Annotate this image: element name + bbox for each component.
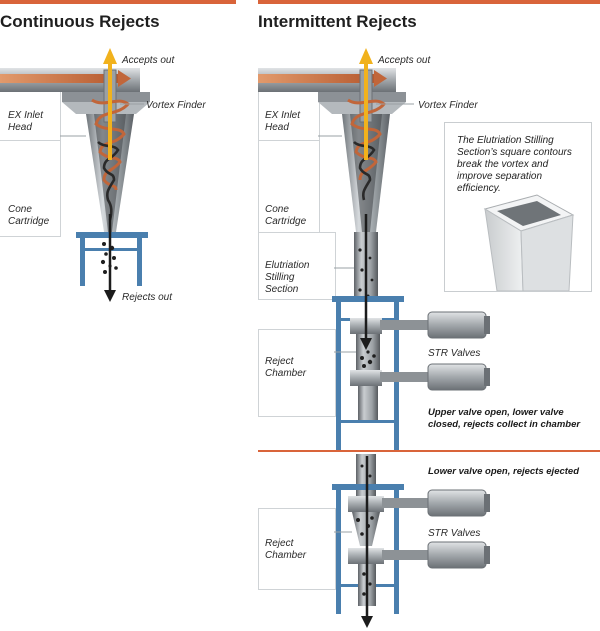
right-header-bar xyxy=(258,0,600,4)
right-reject-chamber-label-bottom: Reject Chamber xyxy=(265,538,307,561)
left-header-bar xyxy=(0,0,236,4)
elutriation-inset: The Elutriation Stilling Section’s squar… xyxy=(444,122,592,292)
left-rejects-out-label: Rejects out xyxy=(122,292,173,303)
state-upper-open-caption: Upper valve open, lower valve closed, re… xyxy=(428,407,581,430)
right-elutriation-box xyxy=(258,232,336,300)
right-elutriation-label: Elutriation Stilling Section xyxy=(265,260,310,295)
left-cyclone xyxy=(0,48,150,302)
left-ex-inlet-label: EX Inlet Head xyxy=(8,110,44,133)
square-column-illustration xyxy=(483,194,575,291)
right-cone-cartridge-label: Cone Cartridge xyxy=(265,204,307,227)
right-str-valves-label-bottom: STR Valves xyxy=(428,528,481,539)
continuous-rejects-title: Continuous Rejects xyxy=(0,12,160,31)
right-reject-chamber-box-bottom xyxy=(258,508,336,590)
right-bottom-assembly xyxy=(332,454,490,628)
right-reject-chamber-box xyxy=(258,329,336,417)
left-vortex-finder-label: Vortex Finder xyxy=(146,100,206,111)
state-divider xyxy=(258,450,600,452)
state-lower-open-caption: Lower valve open, rejects ejected xyxy=(428,466,580,477)
inset-caption: The Elutriation Stilling Section’s squar… xyxy=(457,135,572,194)
left-cone-box xyxy=(0,140,61,237)
intermittent-rejects-title: Intermittent Rejects xyxy=(258,12,417,31)
right-reject-chamber-label: Reject Chamber xyxy=(265,356,307,379)
right-vortex-finder-label: Vortex Finder xyxy=(418,100,478,111)
right-str-valves-label: STR Valves xyxy=(428,348,481,359)
left-accepts-out-label: Accepts out xyxy=(122,55,175,66)
left-cone-cartridge-label: Cone Cartridge xyxy=(8,204,50,227)
right-cyclone xyxy=(258,48,490,452)
right-ex-inlet-label: EX Inlet Head xyxy=(265,110,301,133)
right-accepts-out-label: Accepts out xyxy=(378,55,431,66)
